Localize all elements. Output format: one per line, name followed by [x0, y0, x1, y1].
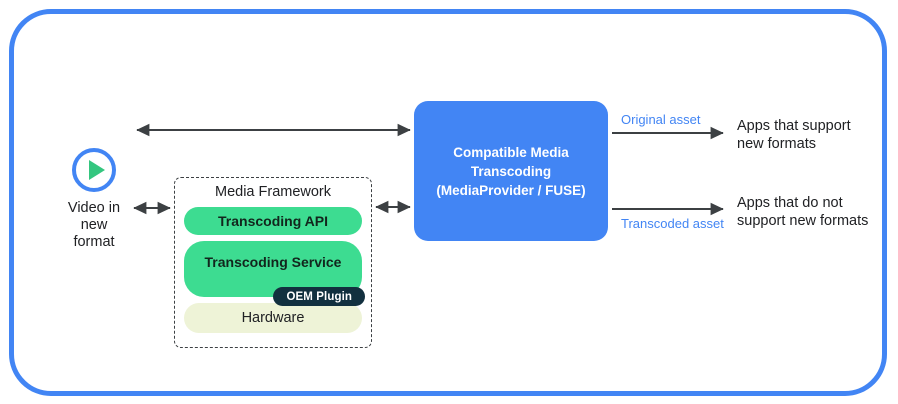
consumer-apps-supported-label: Apps that support new formats — [737, 118, 851, 152]
media-framework-layer-stack: Transcoding API Transcoding Service OEM … — [184, 207, 365, 333]
layer-transcoding-service-label: Transcoding Service — [204, 254, 342, 270]
consumer-apps-unsupported-label: Apps that do not support new formats — [737, 195, 869, 229]
layer-transcoding-api-label: Transcoding API — [218, 213, 328, 229]
media-framework-group: Media Framework Transcoding API Transcod… — [174, 177, 372, 348]
layer-hardware-label: Hardware — [241, 310, 305, 326]
video-source-node: Video in new format — [48, 148, 140, 251]
play-triangle-icon — [89, 160, 105, 180]
compatible-media-transcoding-box: Compatible Media Transcoding (MediaProvi… — [414, 101, 608, 241]
layer-transcoding-api: Transcoding API — [184, 207, 362, 235]
layer-transcoding-service: Transcoding Service OEM Plugin — [184, 241, 365, 306]
edge-label-original-asset: Original asset — [621, 112, 701, 127]
oem-plugin-badge: OEM Plugin — [273, 287, 365, 306]
layer-hardware: Hardware — [184, 303, 362, 333]
video-source-label: Video in new format — [67, 200, 121, 250]
media-framework-title: Media Framework — [214, 184, 332, 200]
play-circle-icon — [72, 148, 116, 192]
edge-label-transcoded-asset: Transcoded asset — [621, 216, 724, 231]
